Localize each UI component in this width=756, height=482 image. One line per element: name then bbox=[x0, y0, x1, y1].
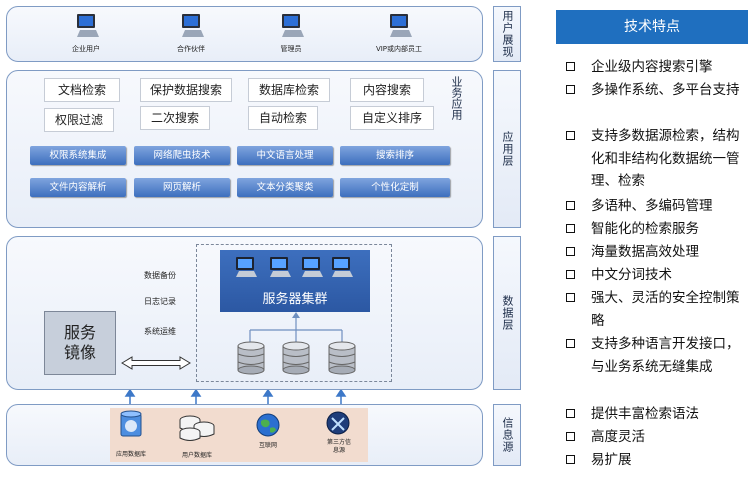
tech-button: 搜索排序 bbox=[340, 146, 450, 165]
computer-icon bbox=[332, 257, 353, 277]
checkbox-bullet-icon bbox=[566, 432, 575, 441]
computer-icon bbox=[270, 257, 291, 277]
user-icons: 企业用户 合作伙伴 管理员 VIP或内部员工 bbox=[6, 10, 483, 60]
database-icon bbox=[237, 341, 265, 375]
tech-button: 文本分类聚类 bbox=[237, 178, 333, 197]
user-label: VIP或内部员工 bbox=[375, 45, 423, 53]
source-label: 第三方信息源 bbox=[326, 439, 351, 454]
source-label: 应用数据库 bbox=[115, 451, 146, 458]
checkbox-bullet-icon bbox=[566, 339, 575, 348]
user-database-icon bbox=[179, 415, 215, 441]
source-label: 互联网 bbox=[258, 442, 277, 449]
third-party-source-icon bbox=[326, 411, 350, 435]
tech-button: 个性化定制 bbox=[340, 178, 450, 197]
layer-rail-application: 应用层 bbox=[493, 70, 521, 228]
checkbox-bullet-icon bbox=[566, 247, 575, 256]
checkbox-bullet-icon bbox=[566, 409, 575, 418]
business-application-label: 业务应用 bbox=[450, 76, 463, 120]
feature-box: 文档检索 bbox=[44, 78, 120, 102]
computer-icon bbox=[236, 257, 257, 277]
tech-button: 权限系统集成 bbox=[30, 146, 126, 165]
feature-box: 权限过滤 bbox=[44, 108, 114, 132]
feature-box: 数据库检索 bbox=[248, 78, 330, 102]
computer-icon bbox=[282, 14, 304, 37]
user-admin: 管理员 bbox=[246, 10, 336, 58]
feature-box: 自动检索 bbox=[248, 106, 318, 130]
feature-box: 二次搜索 bbox=[140, 106, 210, 130]
cluster-dashed-frame bbox=[196, 244, 392, 382]
tech-button: 文件内容解析 bbox=[30, 178, 126, 197]
user-label: 管理员 bbox=[280, 45, 302, 53]
user-enterprise: 企业用户 bbox=[41, 10, 131, 58]
source-label: 用户数据库 bbox=[181, 452, 212, 459]
database-icon bbox=[282, 341, 310, 375]
checkbox-bullet-icon bbox=[566, 85, 575, 94]
op-label: 日志记录 bbox=[144, 297, 176, 306]
user-vip: VIP或内部员工 bbox=[354, 10, 444, 58]
sync-arrow-icon bbox=[121, 356, 191, 370]
checkbox-bullet-icon bbox=[566, 455, 575, 464]
checkbox-bullet-icon bbox=[566, 224, 575, 233]
user-label: 企业用户 bbox=[72, 45, 100, 53]
user-partner: 合作伙伴 bbox=[146, 10, 236, 58]
checkbox-bullet-icon bbox=[566, 293, 575, 302]
layer-rail-source: 信息源 bbox=[493, 404, 521, 466]
feature-box: 自定义排序 bbox=[350, 106, 434, 130]
feature-box: 内容搜索 bbox=[350, 78, 424, 102]
computer-icon bbox=[77, 14, 99, 37]
application-database-icon bbox=[120, 410, 142, 437]
database-icon bbox=[328, 341, 356, 375]
user-label: 合作伙伴 bbox=[177, 45, 205, 53]
features-header: 技术特点 bbox=[556, 10, 748, 44]
service-mirror-box: 服务镜像 bbox=[44, 311, 116, 375]
tech-button: 中文语言处理 bbox=[237, 146, 333, 165]
checkbox-bullet-icon bbox=[566, 62, 575, 71]
feature-box: 保护数据搜索 bbox=[140, 78, 232, 102]
computer-icon bbox=[182, 14, 204, 37]
checkbox-bullet-icon bbox=[566, 201, 575, 210]
tech-button: 网络爬虫技术 bbox=[134, 146, 230, 165]
op-label: 数据备份 bbox=[144, 271, 176, 280]
op-label: 系统运维 bbox=[144, 327, 176, 336]
layer-rail-user: 用户展现 bbox=[493, 6, 521, 62]
server-cluster-box: 服务器集群 bbox=[220, 250, 370, 312]
checkbox-bullet-icon bbox=[566, 131, 575, 140]
server-cluster-label: 服务器集群 bbox=[262, 292, 328, 307]
source-strip bbox=[110, 408, 368, 462]
layer-rail-data: 数据层 bbox=[493, 236, 521, 390]
computer-icon bbox=[302, 257, 323, 277]
computer-icon bbox=[390, 14, 412, 37]
checkbox-bullet-icon bbox=[566, 270, 575, 279]
globe-icon bbox=[256, 413, 280, 437]
cluster-connector bbox=[249, 312, 343, 342]
tech-button: 网页解析 bbox=[134, 178, 230, 197]
